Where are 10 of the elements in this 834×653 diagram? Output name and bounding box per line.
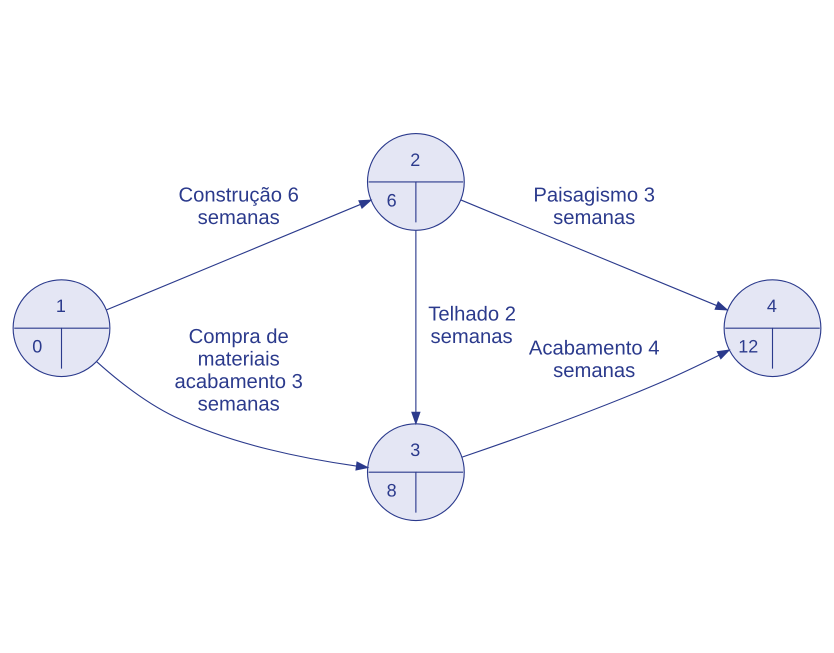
edge-label: Acabamento 4 semanas — [528, 336, 660, 382]
arrow — [411, 230, 421, 425]
edge-label: Telhado 2 semanas — [428, 303, 516, 348]
edge-label: Paisagismo 3 semanas — [533, 184, 655, 228]
edge-label: Construção 6 semanas — [178, 184, 299, 228]
arrow — [106, 198, 372, 310]
edge-label: Compra de materiais acabamento 3 semanas — [174, 326, 303, 416]
arrow — [96, 360, 370, 470]
arrow — [460, 198, 729, 310]
arrow — [462, 348, 731, 458]
